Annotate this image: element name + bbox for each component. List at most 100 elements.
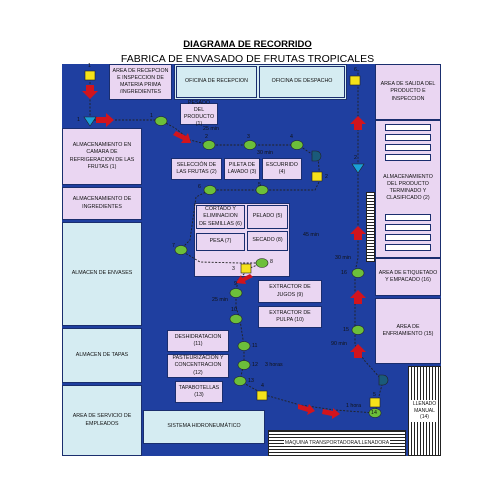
operation-number: 14: [371, 410, 377, 416]
operation-number: 12: [252, 362, 258, 368]
area-oficina-recepcion: OFICINA DE RECEPCION: [176, 66, 257, 98]
diagram-title: DIAGRAMA DE RECORRIDO: [183, 39, 312, 50]
time-label: 1 hora: [346, 403, 362, 409]
time-label: 45 min: [303, 232, 319, 238]
operation-5-icon: [255, 185, 269, 195]
arrow-up-icon: [350, 116, 366, 130]
transport-2-icon: [311, 171, 323, 182]
shelf: [385, 134, 431, 141]
delay-1-icon: [311, 150, 322, 162]
area-pileta-lavado: PILETA DE LAVADO (3): [224, 158, 260, 180]
area-llenado-manual: LLENADO MANUAL (14): [408, 366, 441, 456]
operation-number: 8: [270, 259, 273, 265]
transport-5-icon: [369, 397, 381, 408]
shelf: [385, 224, 431, 231]
storage-1-icon: [83, 116, 97, 127]
area-almacen-tapas: ALMACEN DE TAPAS: [62, 328, 142, 383]
operation-3-icon: [243, 140, 257, 150]
flow-line: [179, 157, 321, 251]
operation-number: 4: [290, 134, 293, 140]
time-label: 25 min: [203, 126, 219, 132]
operation-number: 10: [231, 307, 237, 313]
arrow-down-icon: [82, 85, 98, 99]
delay-symbols: [311, 150, 389, 386]
arrow-up-icon: [350, 290, 366, 304]
shelf: [385, 244, 431, 251]
flow-lines: [89, 70, 383, 414]
operation-symbols: [154, 116, 382, 418]
area-recepcion-materia-prima: AREA DE RECEPCION E INSPECCION DE MATERI…: [109, 64, 172, 100]
delay-2-icon: [378, 374, 389, 386]
area-pesado-producto: PESADO DEL PRODUCTO (1): [180, 100, 218, 127]
area-escurrido: ESCURRIDO (4): [262, 158, 302, 180]
operation-number: 9: [234, 281, 237, 287]
operation-4-icon: [290, 140, 304, 150]
operation-number: 1: [150, 113, 153, 119]
area-extractor-jugos: EXTRACTOR DE JUGOS (9): [258, 280, 322, 303]
time-label: 3 horas: [265, 362, 283, 368]
operation-7-icon: [174, 245, 188, 255]
time-label: 90 min: [331, 341, 347, 347]
area-maquina-llenadora: MAQUINA TRANSPORTADORA/LLENADORA: [268, 430, 406, 456]
area-corte-eliminacion: CORTADO Y ELIMINACION DE SEMILLAS (6): [196, 205, 245, 229]
transport-number: 2: [325, 174, 328, 180]
operation-9-icon: [229, 288, 243, 298]
area-seleccion-frutas: SELECCIÓN DE LAS FRUTAS (2): [171, 158, 222, 180]
area-almacen-envases: ALMACEN DE ENVASES: [62, 222, 142, 326]
shelf: [385, 154, 431, 161]
operation-8-icon: [255, 258, 269, 268]
operation-number: 15: [343, 327, 349, 333]
area-pasteurizacion: PASTEURIZACION Y CONCENTRACION (12): [167, 354, 229, 378]
area-pesa: PESA (7): [196, 233, 245, 251]
area-enfriamiento: AREA DE ENFRIAMIENTO (15): [375, 298, 441, 364]
arrow-right-icon: [322, 408, 340, 419]
area-etiquetado-empacado: AREA DE ETIQUETADO Y EMPACADO (16): [375, 258, 441, 296]
operation-number: 5: [258, 182, 261, 188]
maquina-llenadora-label: MAQUINA TRANSPORTADORA/LLENADORA: [283, 439, 391, 447]
arrow-right-icon: [96, 113, 114, 127]
storage-symbols: [83, 116, 365, 174]
area-deshidratacion: DESHIDRATACION (11): [167, 330, 229, 352]
arrow-up-icon: [350, 344, 366, 358]
time-label: 30 min: [257, 150, 273, 156]
operation-number: 13: [248, 378, 254, 384]
shelf: [385, 124, 431, 131]
area-secado: SECADO (8): [247, 231, 288, 251]
transport-3-icon: [240, 263, 252, 274]
flow-arrows: [82, 85, 366, 419]
operation-number: 7: [172, 243, 175, 249]
diagram-subtitle: FABRICA DE ENVASADO DE FRUTAS TROPICALES: [120, 53, 375, 65]
storage-number: 1: [77, 117, 80, 123]
arrow-right-icon: [173, 131, 191, 143]
transport-number: 5: [373, 392, 376, 398]
shelf: [385, 214, 431, 221]
operation-6-icon: [203, 185, 217, 195]
operation-number: 6: [198, 184, 201, 190]
transport-number: 1: [88, 63, 91, 69]
area-almacenamiento-ingredientes: ALMACENAMIENTO DE INGREDIENTES: [62, 187, 142, 220]
transport-4-icon: [256, 390, 268, 401]
operation-13-icon: [233, 376, 247, 386]
conveyor-right: [366, 192, 375, 262]
operation-12-icon: [237, 360, 251, 370]
area-sistema-hidroneumatico: SISTEMA HIDRONEUMÁTICO: [143, 410, 265, 444]
arrow-right-icon: [298, 404, 315, 415]
operation-15-icon: [351, 325, 365, 335]
operation-number: 3: [247, 134, 250, 140]
operation-16-icon: [351, 268, 365, 278]
operation-11-icon: [237, 341, 251, 351]
area-oficina-despacho: OFICINA DE DESPACHO: [259, 66, 345, 98]
area-pelado: PELADO (5): [247, 205, 288, 229]
area-tapabotellas: TAPABOTELLAS (13): [175, 381, 223, 403]
storage-number: 2: [354, 155, 357, 161]
transport-1-icon: [84, 70, 96, 81]
arrow-up-icon: [350, 226, 366, 240]
operation-10-icon: [229, 314, 243, 324]
shelf: [385, 144, 431, 151]
area-salida-producto: AREA DE SALIDA DEL PRODUCTO E INSPECCION: [375, 64, 441, 120]
flow-line: [239, 380, 376, 414]
operation-number: 2: [205, 134, 208, 140]
shelf: [385, 234, 431, 241]
transport-number: 6: [354, 67, 357, 73]
